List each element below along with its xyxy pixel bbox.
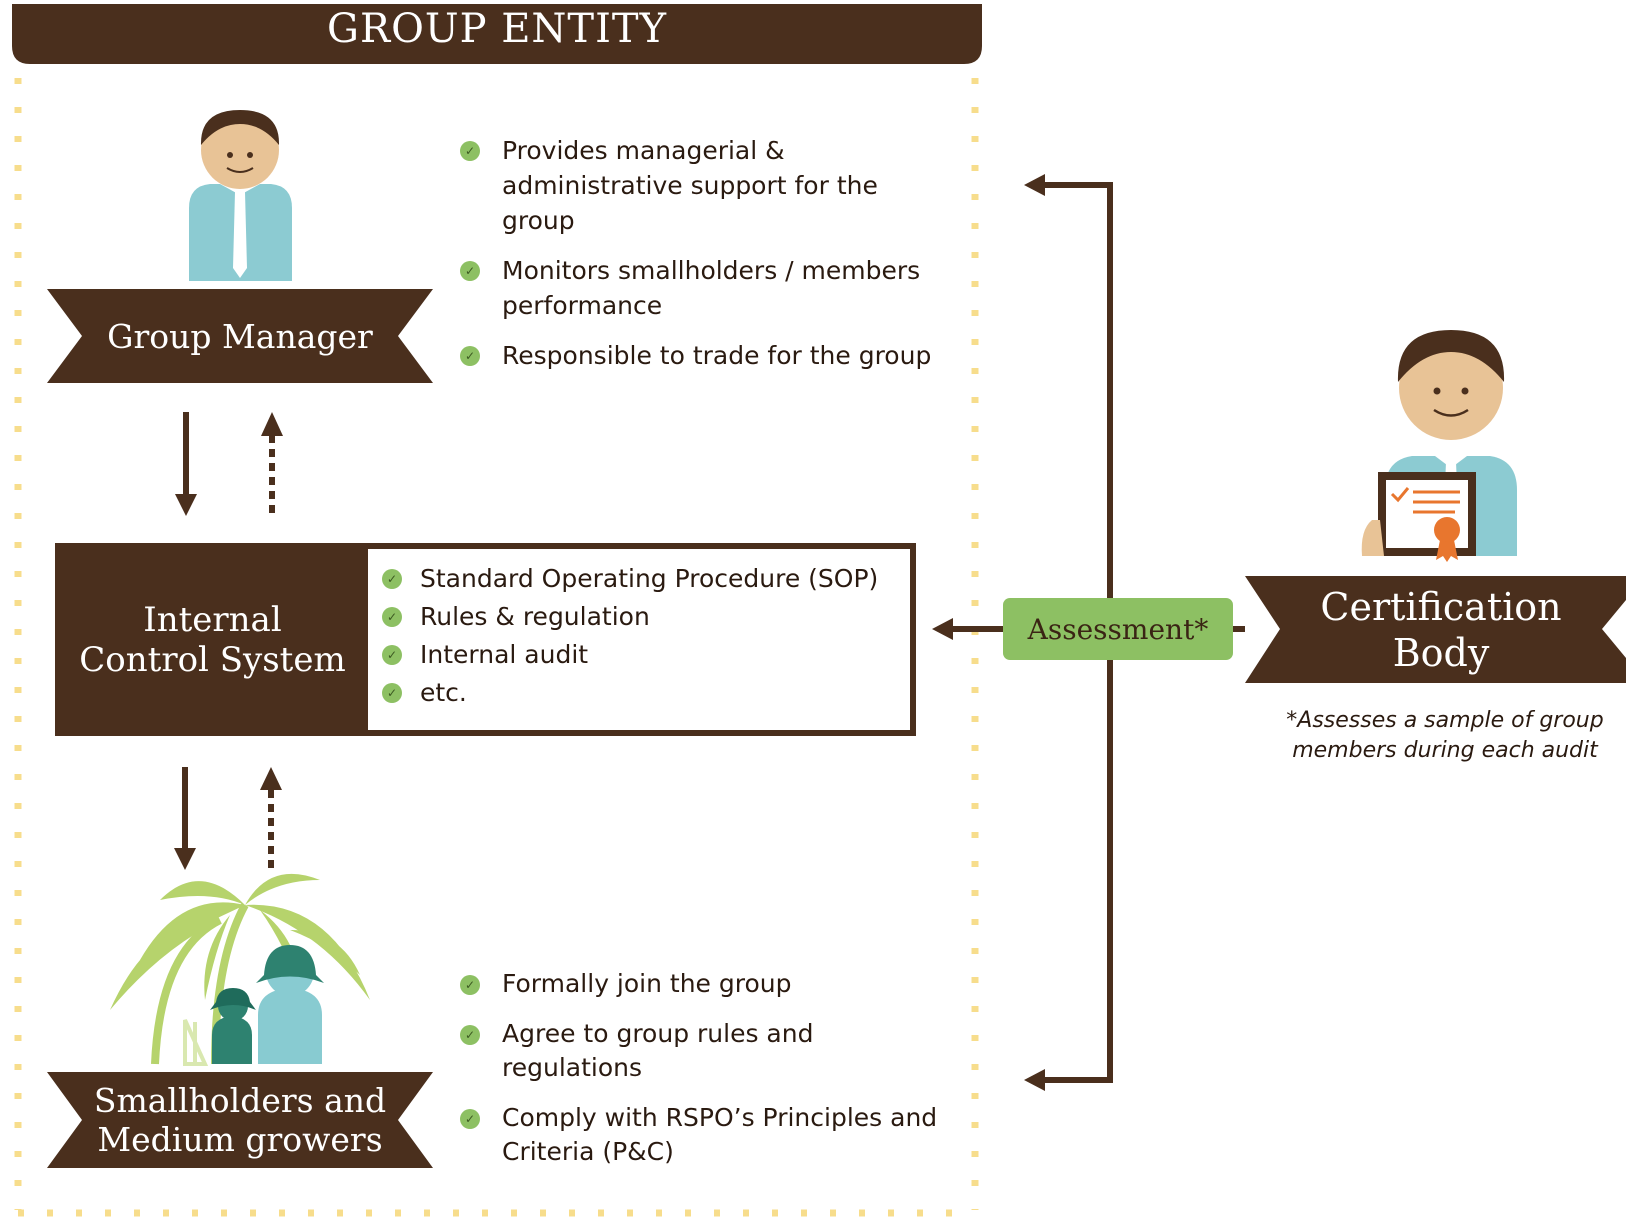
- group-manager-person-icon: [189, 110, 292, 281]
- farmers-icon: [210, 945, 324, 1064]
- list-item: ✓Rules & regulation: [382, 598, 902, 636]
- check-icon: ✓: [460, 261, 480, 281]
- list-item: ✓Monitors smallholders / members perform…: [460, 253, 950, 323]
- group-manager-label: Group Manager: [107, 316, 373, 356]
- ics-to-manager-dotted-arrow: [261, 412, 283, 513]
- check-icon: ✓: [382, 683, 402, 703]
- certification-body-label-line2: Body: [1392, 630, 1490, 675]
- certification-body-label-line1: Certification: [1320, 584, 1562, 629]
- check-icon: ✓: [382, 607, 402, 627]
- group-manager-banner: [47, 289, 433, 383]
- check-icon: ✓: [382, 645, 402, 665]
- group-entity-header-bar: [12, 4, 982, 64]
- list-item: ✓Comply with RSPO’s Principles and Crite…: [460, 1101, 950, 1169]
- list-item: ✓Provides managerial & administrative su…: [460, 133, 950, 238]
- certification-body-label: Certification Body: [1280, 576, 1602, 683]
- assessment-to-ics-arrow: [932, 618, 1003, 640]
- check-icon: ✓: [460, 346, 480, 366]
- list-item: ✓Standard Operating Procedure (SOP): [382, 560, 902, 598]
- list-item: ✓Internal audit: [382, 636, 902, 674]
- group-entity-title: GROUP ENTITY: [327, 6, 667, 52]
- certification-body-banner: [1245, 576, 1626, 683]
- check-icon: ✓: [460, 1025, 480, 1045]
- check-icon: ✓: [382, 569, 402, 589]
- list-item: ✓Responsible to trade for the group: [460, 338, 950, 373]
- smallholders-banner: [47, 1072, 433, 1168]
- ics-to-smallholders-arrow: [174, 767, 196, 870]
- ics-label-line1: Internal: [143, 599, 282, 640]
- certificate-icon: [1361, 472, 1476, 562]
- smallholders-label-line2: Medium growers: [97, 1120, 383, 1159]
- list-item: ✓Formally join the group: [460, 967, 950, 1001]
- manager-to-ics-arrow: [175, 412, 197, 516]
- list-item: ✓Agree to group rules and regulations: [460, 1017, 950, 1085]
- list-item: ✓etc.: [382, 674, 902, 712]
- ics-label: Internal Control System: [65, 543, 360, 736]
- smallholders-label: Smallholders and Medium growers: [82, 1072, 398, 1168]
- smallholders-to-ics-dotted-arrow: [260, 767, 282, 868]
- assessment-badge: Assessment*: [1003, 598, 1233, 660]
- assessment-footnote: *Assesses a sample of group members duri…: [1286, 708, 1604, 763]
- ics-items: ✓Standard Operating Procedure (SOP) ✓Rul…: [382, 560, 902, 712]
- ics-label-line2: Control System: [79, 639, 346, 680]
- smallholders-label-line1: Smallholders and: [93, 1081, 387, 1120]
- smallholders-responsibilities: ✓Formally join the group ✓Agree to group…: [460, 967, 950, 1185]
- check-icon: ✓: [460, 141, 480, 161]
- ics-items-panel: [368, 549, 910, 730]
- group-manager-responsibilities: ✓Provides managerial & administrative su…: [460, 133, 950, 388]
- check-icon: ✓: [460, 975, 480, 995]
- check-icon: ✓: [460, 1109, 480, 1129]
